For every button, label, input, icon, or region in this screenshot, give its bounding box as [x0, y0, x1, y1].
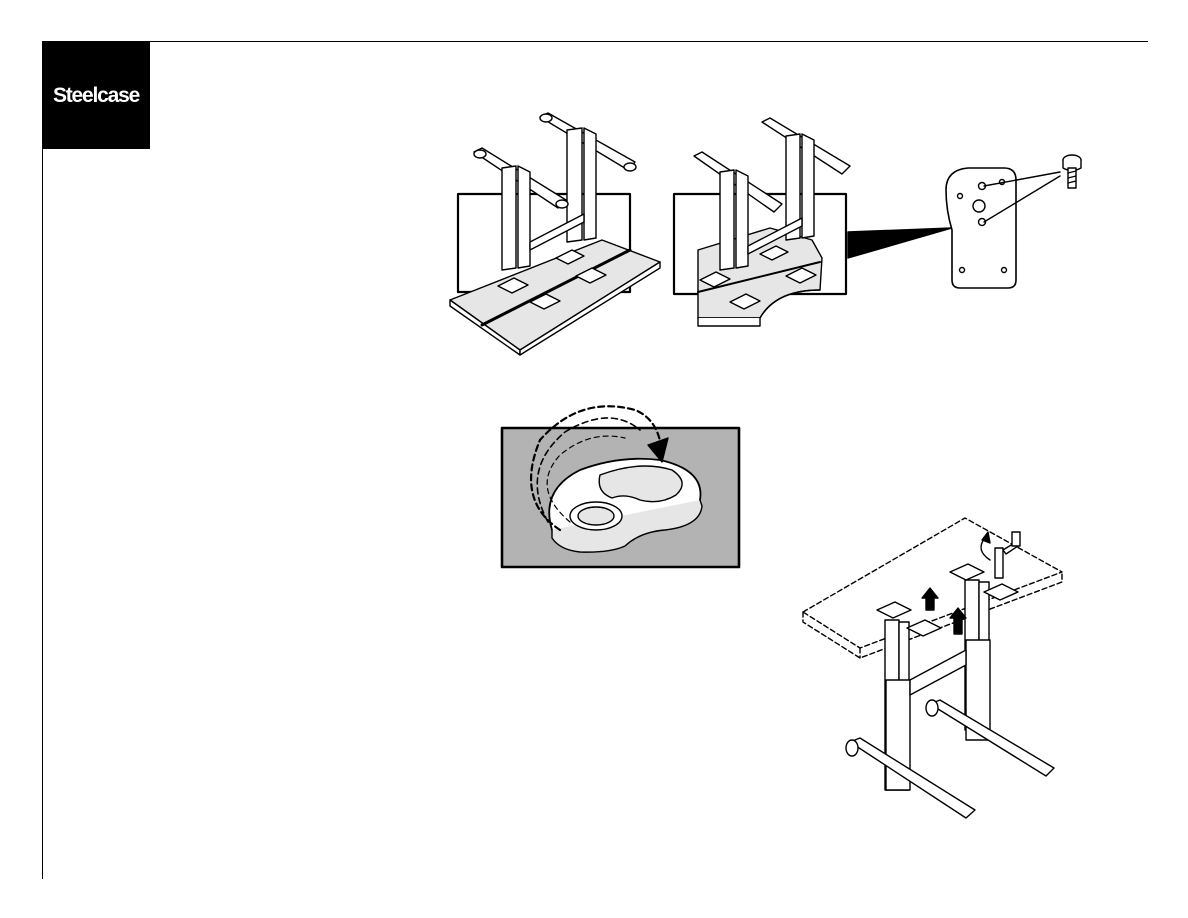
figure-hand-crank: [803, 518, 1062, 818]
figure-mounting-plate: [946, 155, 1081, 288]
figure-straight-worksurface: [450, 113, 660, 355]
figure-curved-worksurface: [674, 118, 952, 326]
figure-rotating-glide: [502, 406, 739, 567]
